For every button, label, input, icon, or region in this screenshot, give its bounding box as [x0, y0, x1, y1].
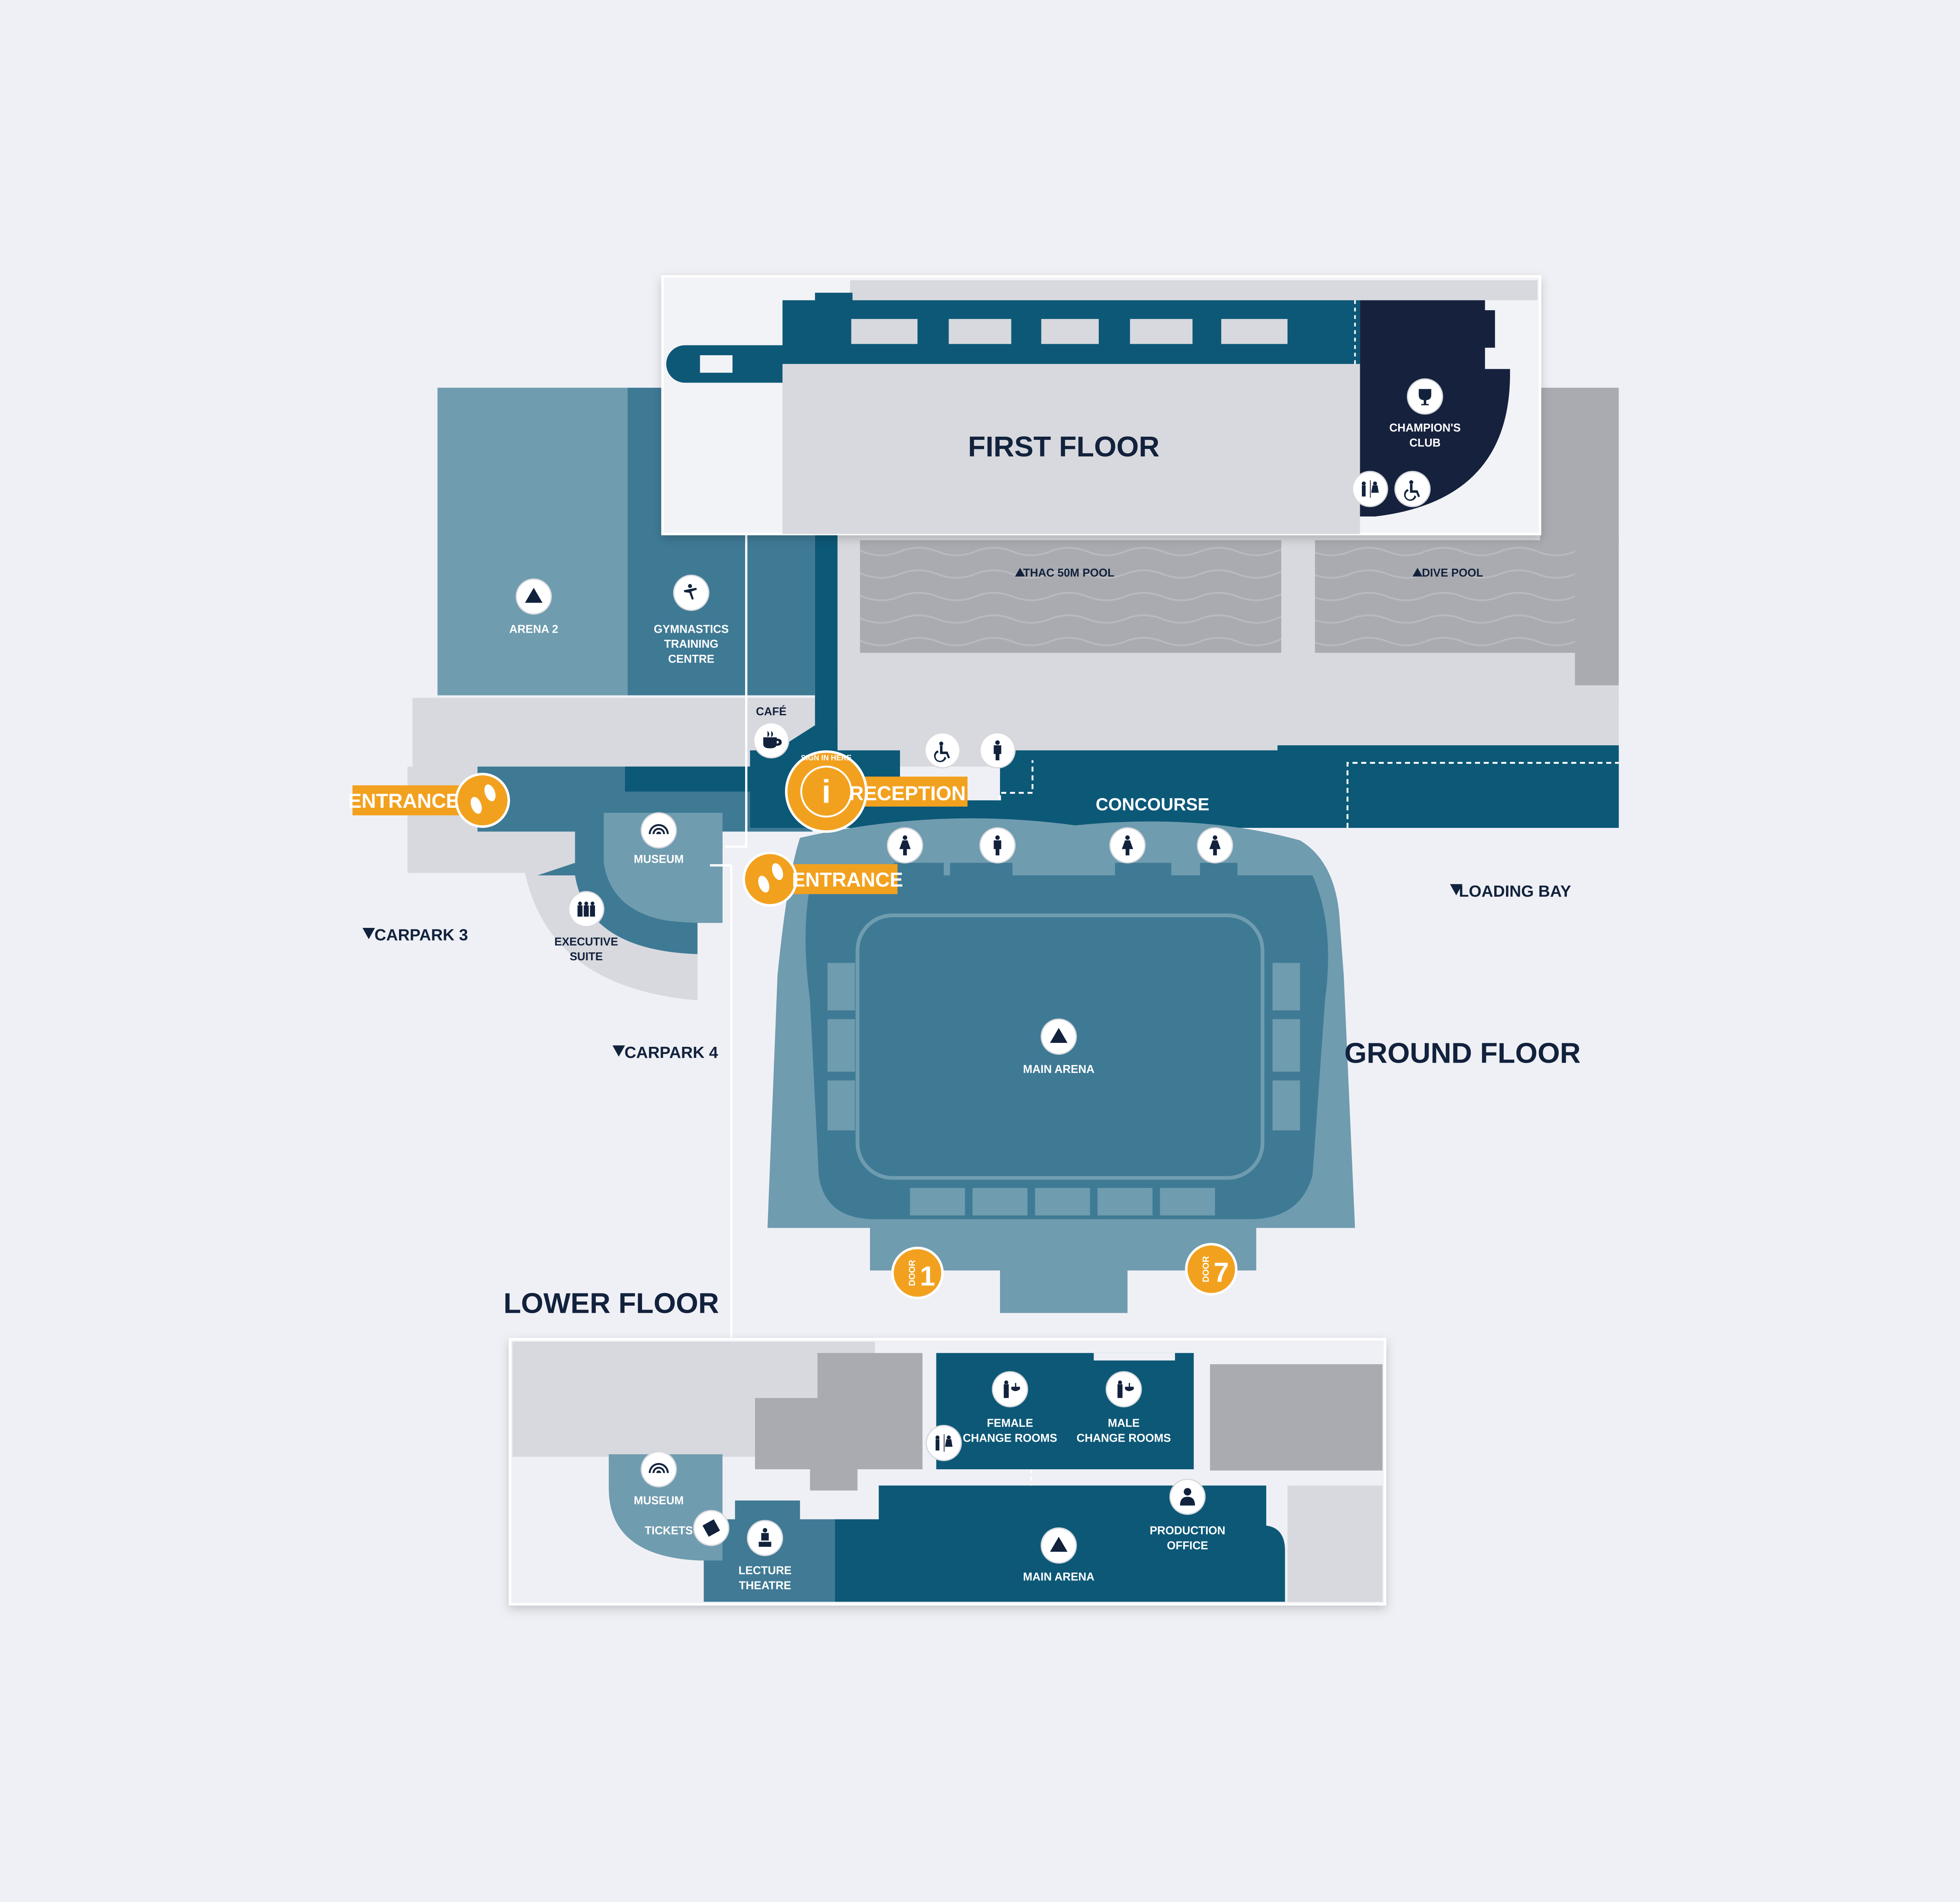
group-icon — [568, 891, 604, 927]
coffee-icon — [753, 722, 790, 759]
museum-label: MUSEUM — [634, 853, 684, 865]
lecture-icon — [747, 1520, 783, 1556]
lecture-theatre-label-2: THEATRE — [739, 1580, 791, 1592]
female-icon — [1109, 827, 1146, 864]
gymnastics-label-3: CENTRE — [668, 653, 714, 665]
toilets-icon — [1352, 471, 1388, 507]
arena-icon — [1040, 1018, 1077, 1055]
museum-icon — [640, 1451, 677, 1487]
toilets-icon — [925, 1425, 962, 1461]
carpark-4-label: CARPARK 4 — [625, 1043, 718, 1061]
map-icons — [516, 378, 1443, 1564]
down-arrow-icon — [1450, 884, 1463, 895]
door-7-number: 7 — [1214, 1257, 1229, 1287]
ground-floor-plan — [407, 388, 1619, 1313]
gymnastics-label-2: TRAINING — [664, 638, 719, 650]
male-change-label-2: CHANGE ROOMS — [1077, 1432, 1171, 1444]
arena-icon — [516, 578, 552, 615]
production-office-label-2: OFFICE — [1167, 1539, 1208, 1552]
male-change-label-1: MALE — [1108, 1417, 1140, 1429]
female-icon — [887, 827, 923, 864]
footprints-icon — [758, 863, 783, 893]
champions-club-label-2: CLUB — [1409, 437, 1440, 449]
male-icon — [979, 732, 1016, 769]
first-floor-inset — [661, 275, 1542, 535]
museum-icon — [640, 812, 677, 849]
change-room-icon — [1105, 1371, 1142, 1408]
production-office-label-1: PRODUCTION — [1150, 1524, 1225, 1537]
dive-pool-label: DIVE POOL — [1422, 567, 1483, 579]
door-1-word: DOOR — [907, 1260, 917, 1286]
entrance-south-label: ENTRANCE — [792, 869, 903, 891]
door-7-marker[interactable]: DOOR 7 — [1185, 1243, 1238, 1296]
cafe-label: CAFÉ — [756, 705, 787, 718]
lower-main-arena-label: MAIN ARENA — [1023, 1571, 1094, 1583]
arena-2-label: ARENA 2 — [509, 623, 558, 635]
trophy-icon — [1406, 378, 1443, 415]
footprints-icon — [471, 784, 496, 814]
carpark-3-label: CARPARK 3 — [375, 926, 468, 944]
reception-callout[interactable]: i SIGN IN HERE RECEPTION — [785, 750, 968, 833]
info-icon: i — [822, 774, 831, 810]
up-arrow-icon — [1412, 567, 1423, 577]
down-arrow-icon — [612, 1045, 625, 1057]
floor-titles: FIRST FLOOR GROUND FLOOR LOWER FLOOR — [503, 431, 1580, 1319]
up-arrow-icon — [1015, 567, 1025, 577]
executive-suite-label-2: SUITE — [570, 950, 603, 963]
door-7-word: DOOR — [1201, 1256, 1211, 1282]
reception-label: RECEPTION — [849, 782, 966, 805]
executive-suite-label-1: EXECUTIVE — [554, 935, 618, 948]
ground-floor-title: GROUND FLOOR — [1344, 1037, 1581, 1069]
arena-2-area — [437, 388, 628, 696]
champions-club-label-1: CHAMPION'S — [1389, 422, 1461, 434]
loading-bay-label: LOADING BAY — [1459, 882, 1571, 900]
area-labels: ARENA 2 GYMNASTICS TRAINING CENTRE CAFÉ … — [362, 422, 1571, 1592]
lecture-theatre-label-1: LECTURE — [738, 1565, 791, 1577]
svg-text:i: i — [822, 774, 831, 810]
lower-floor-title: LOWER FLOOR — [503, 1287, 719, 1319]
person-icon — [1169, 1478, 1206, 1515]
gymnastics-icon — [673, 575, 710, 611]
accessible-icon — [924, 732, 961, 769]
lower-museum-label: MUSEUM — [634, 1495, 684, 1507]
down-arrow-icon — [362, 927, 375, 939]
pool-50m-label: THAC 50M POOL — [1023, 567, 1115, 579]
female-icon — [1197, 827, 1233, 864]
gymnastics-label-1: GYMNASTICS — [654, 623, 729, 635]
ticket-icon — [693, 1510, 730, 1546]
accessible-icon — [1394, 471, 1431, 507]
change-room-icon — [992, 1371, 1028, 1408]
tickets-label: TICKETS — [645, 1524, 693, 1537]
first-floor-title: FIRST FLOOR — [968, 431, 1160, 463]
main-arena-label: MAIN ARENA — [1023, 1063, 1094, 1076]
female-change-label-1: FEMALE — [987, 1417, 1033, 1429]
entrance-west-label: ENTRANCE — [348, 790, 459, 812]
concourse-label: CONCOURSE — [1096, 795, 1209, 814]
female-change-label-2: CHANGE ROOMS — [963, 1432, 1057, 1444]
entrance-south-callout[interactable]: ENTRANCE — [742, 851, 903, 907]
door-1-marker[interactable]: DOOR 1 — [891, 1246, 944, 1299]
sign-in-label: SIGN IN HERE — [801, 754, 852, 762]
door-1-number: 1 — [920, 1261, 935, 1291]
arena-icon — [1040, 1527, 1077, 1564]
male-icon — [979, 827, 1016, 864]
entrance-west-callout[interactable]: ENTRANCE — [348, 773, 510, 828]
